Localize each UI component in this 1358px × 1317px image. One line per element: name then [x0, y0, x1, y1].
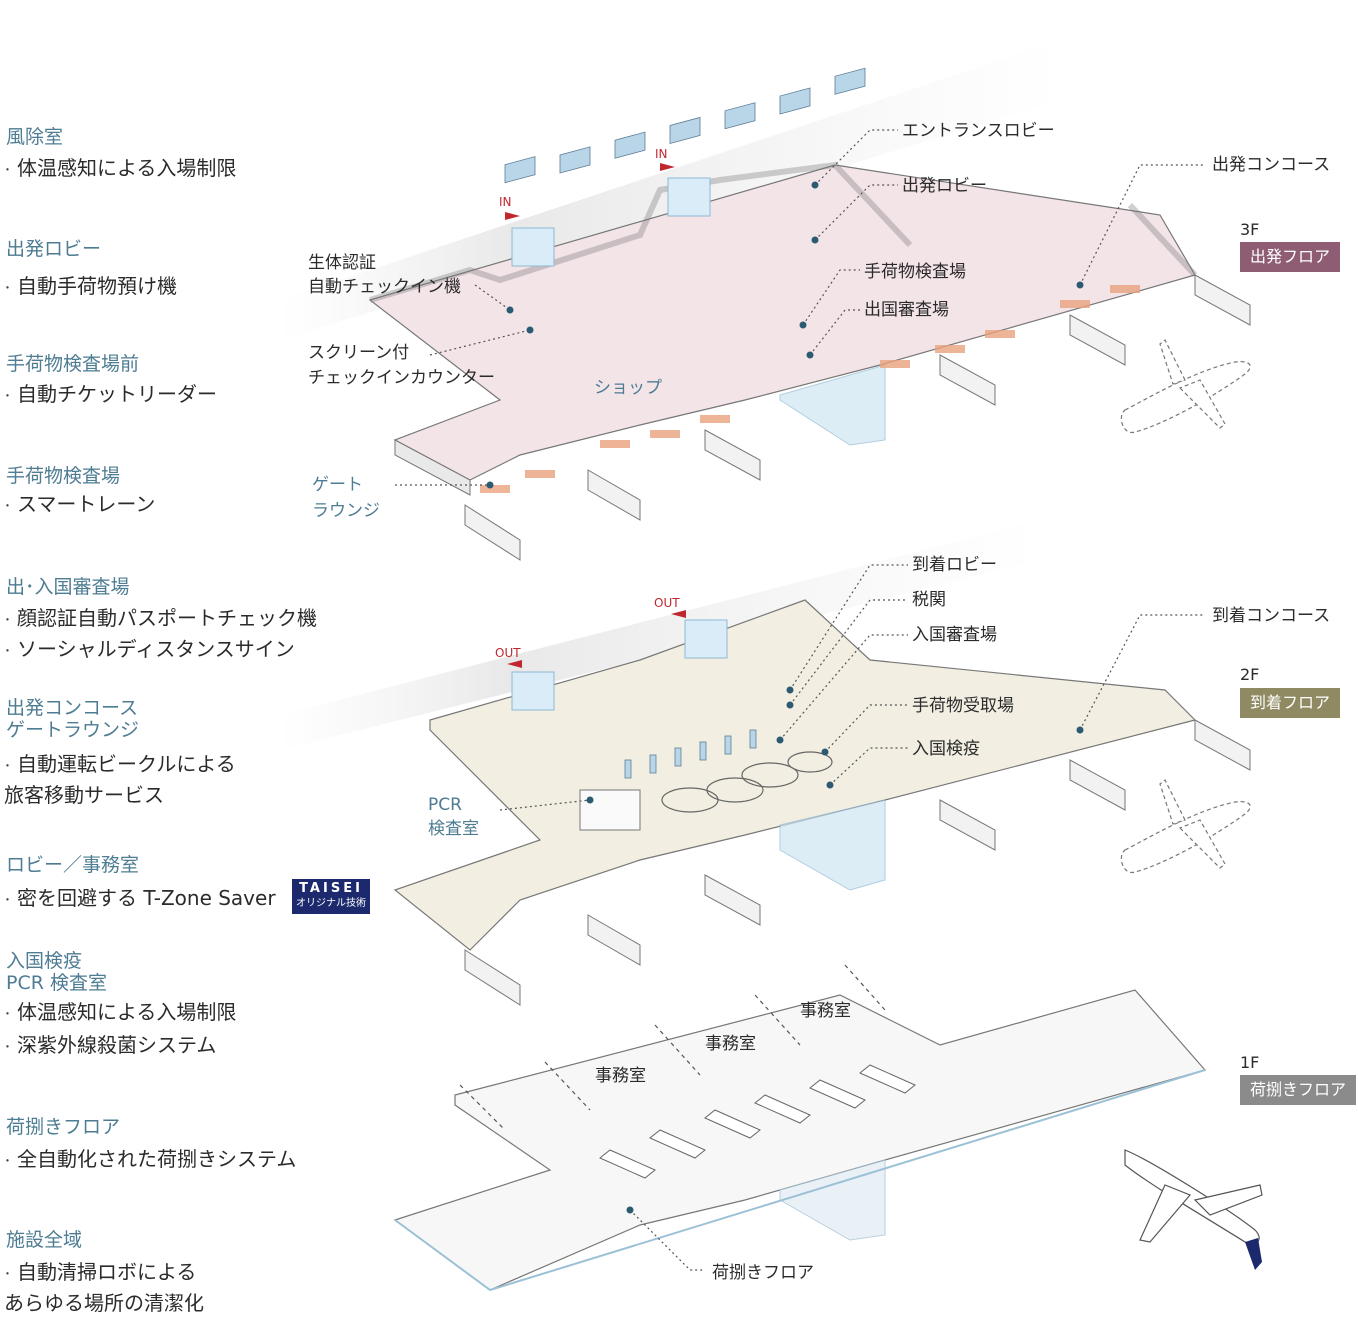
- label-in-2: IN: [655, 147, 668, 161]
- floor-2f: [393, 599, 1251, 1006]
- legend-panel: 風除室 ･体温感知による入場制限 出発ロビー ･自動手荷物預け機 手荷物検査場前…: [0, 0, 380, 1315]
- label-shop: ショップ: [594, 378, 662, 398]
- airplane-2f: [1120, 779, 1251, 874]
- legend-title-handling-floor: 荷捌きフロア: [6, 1116, 121, 1138]
- floor-1f: [393, 964, 1207, 1292]
- exit-booth: [684, 619, 728, 659]
- label-out-1: OUT: [495, 646, 521, 660]
- floor-1f-number: 1F: [1240, 1053, 1260, 1072]
- floor-2f-number: 2F: [1240, 665, 1260, 684]
- label-in-1: IN: [499, 195, 512, 209]
- label-customs: 税関: [912, 590, 946, 610]
- legend-item: ･自動チケットリーダー: [4, 382, 217, 406]
- floor-3f-number: 3F: [1240, 220, 1260, 239]
- exit-booth: [511, 671, 555, 711]
- label-out-2: OUT: [654, 596, 680, 610]
- label-gate-lounge-2: ラウンジ: [312, 501, 380, 521]
- label-quarantine: 入国検疫: [912, 739, 980, 759]
- legend-item: ･体温感知による入場制限: [4, 156, 237, 180]
- legend-title-wind-room: 風除室: [6, 126, 64, 148]
- floor-2f-tag: 到着フロア: [1240, 688, 1340, 718]
- legend-title-whole-facility: 施設全域: [6, 1229, 83, 1251]
- label-office-1: 事務室: [595, 1066, 646, 1086]
- legend-title-concourse: 出発コンコース ゲートラウンジ: [6, 697, 140, 741]
- floor-3f-slab: [368, 164, 1196, 481]
- label-bio-checkin-2: 自動チェックイン機: [308, 277, 461, 297]
- legend-title-quarantine: 入国検疫 PCR 検査室: [6, 950, 107, 994]
- label-arrival-concourse: 到着コンコース: [1212, 606, 1330, 626]
- legend-title-before-inspection: 手荷物検査場前: [6, 353, 140, 375]
- airplane-1f: [1124, 1149, 1263, 1270]
- taisei-badge: TAISEI オリジナル技術: [292, 879, 370, 914]
- legend-title-inspection: 手荷物検査場: [6, 465, 121, 487]
- label-immigration: 入国審査場: [912, 625, 997, 645]
- airplane-3f: [1120, 339, 1251, 434]
- label-gate-lounge-1: ゲート: [312, 475, 363, 495]
- label-office-3: 事務室: [800, 1001, 851, 1021]
- entrance-booth: [667, 177, 711, 217]
- legend-item: ･深紫外線殺菌システム: [4, 1033, 217, 1057]
- legend-item: ･顔認証自動パスポートチェック機: [4, 606, 317, 630]
- floor-1f-tag: 荷捌きフロア: [1240, 1075, 1356, 1105]
- floor-1f-slab: [393, 989, 1207, 1291]
- legend-title-departure-lobby: 出発ロビー: [6, 238, 102, 260]
- label-screen-counter-1: スクリーン付: [308, 343, 409, 363]
- label-office-2: 事務室: [705, 1034, 756, 1054]
- legend-item: ･体温感知による入場制限: [4, 1000, 237, 1024]
- pcr-room: [579, 789, 641, 831]
- label-departure-concourse: 出発コンコース: [1212, 155, 1330, 175]
- legend-item: ･スマートレーン: [4, 492, 156, 516]
- entrance-booth: [511, 227, 555, 267]
- floor-3f-tag: 出発フロア: [1240, 242, 1340, 272]
- legend-title-immigration: 出･入国審査場: [6, 576, 130, 598]
- floor-3f: [368, 67, 1251, 561]
- label-departure-lobby: 出発ロビー: [902, 176, 987, 196]
- legend-item: ･密を回避する T-Zone Saver: [4, 886, 276, 910]
- label-baggage-inspection: 手荷物検査場: [864, 262, 966, 282]
- label-pcr-1: PCR: [428, 795, 462, 815]
- label-screen-counter-2: チェックインカウンター: [308, 368, 495, 388]
- legend-item: ･ソーシャルディスタンスサイン: [4, 637, 295, 661]
- ramp-shade-2f: [280, 520, 1040, 750]
- label-pcr-2: 検査室: [428, 819, 479, 839]
- floor-2f-slab: [393, 599, 1197, 951]
- legend-item: ･全自動化された荷捌きシステム: [4, 1147, 297, 1171]
- label-baggage-claim: 手荷物受取場: [912, 696, 1014, 716]
- label-bio-checkin-1: 生体認証: [308, 253, 376, 273]
- label-arrival-lobby: 到着ロビー: [912, 555, 997, 575]
- label-entrance-lobby: エントランスロビー: [902, 121, 1055, 141]
- label-handling-floor: 荷捌きフロア: [712, 1263, 814, 1283]
- legend-item: ･自動運転ビークルによる 旅客移動サービス: [4, 752, 236, 807]
- legend-title-lobby-office: ロビー／事務室: [6, 854, 140, 876]
- label-emigration: 出国審査場: [864, 300, 949, 320]
- legend-item: ･自動手荷物預け機: [4, 274, 177, 298]
